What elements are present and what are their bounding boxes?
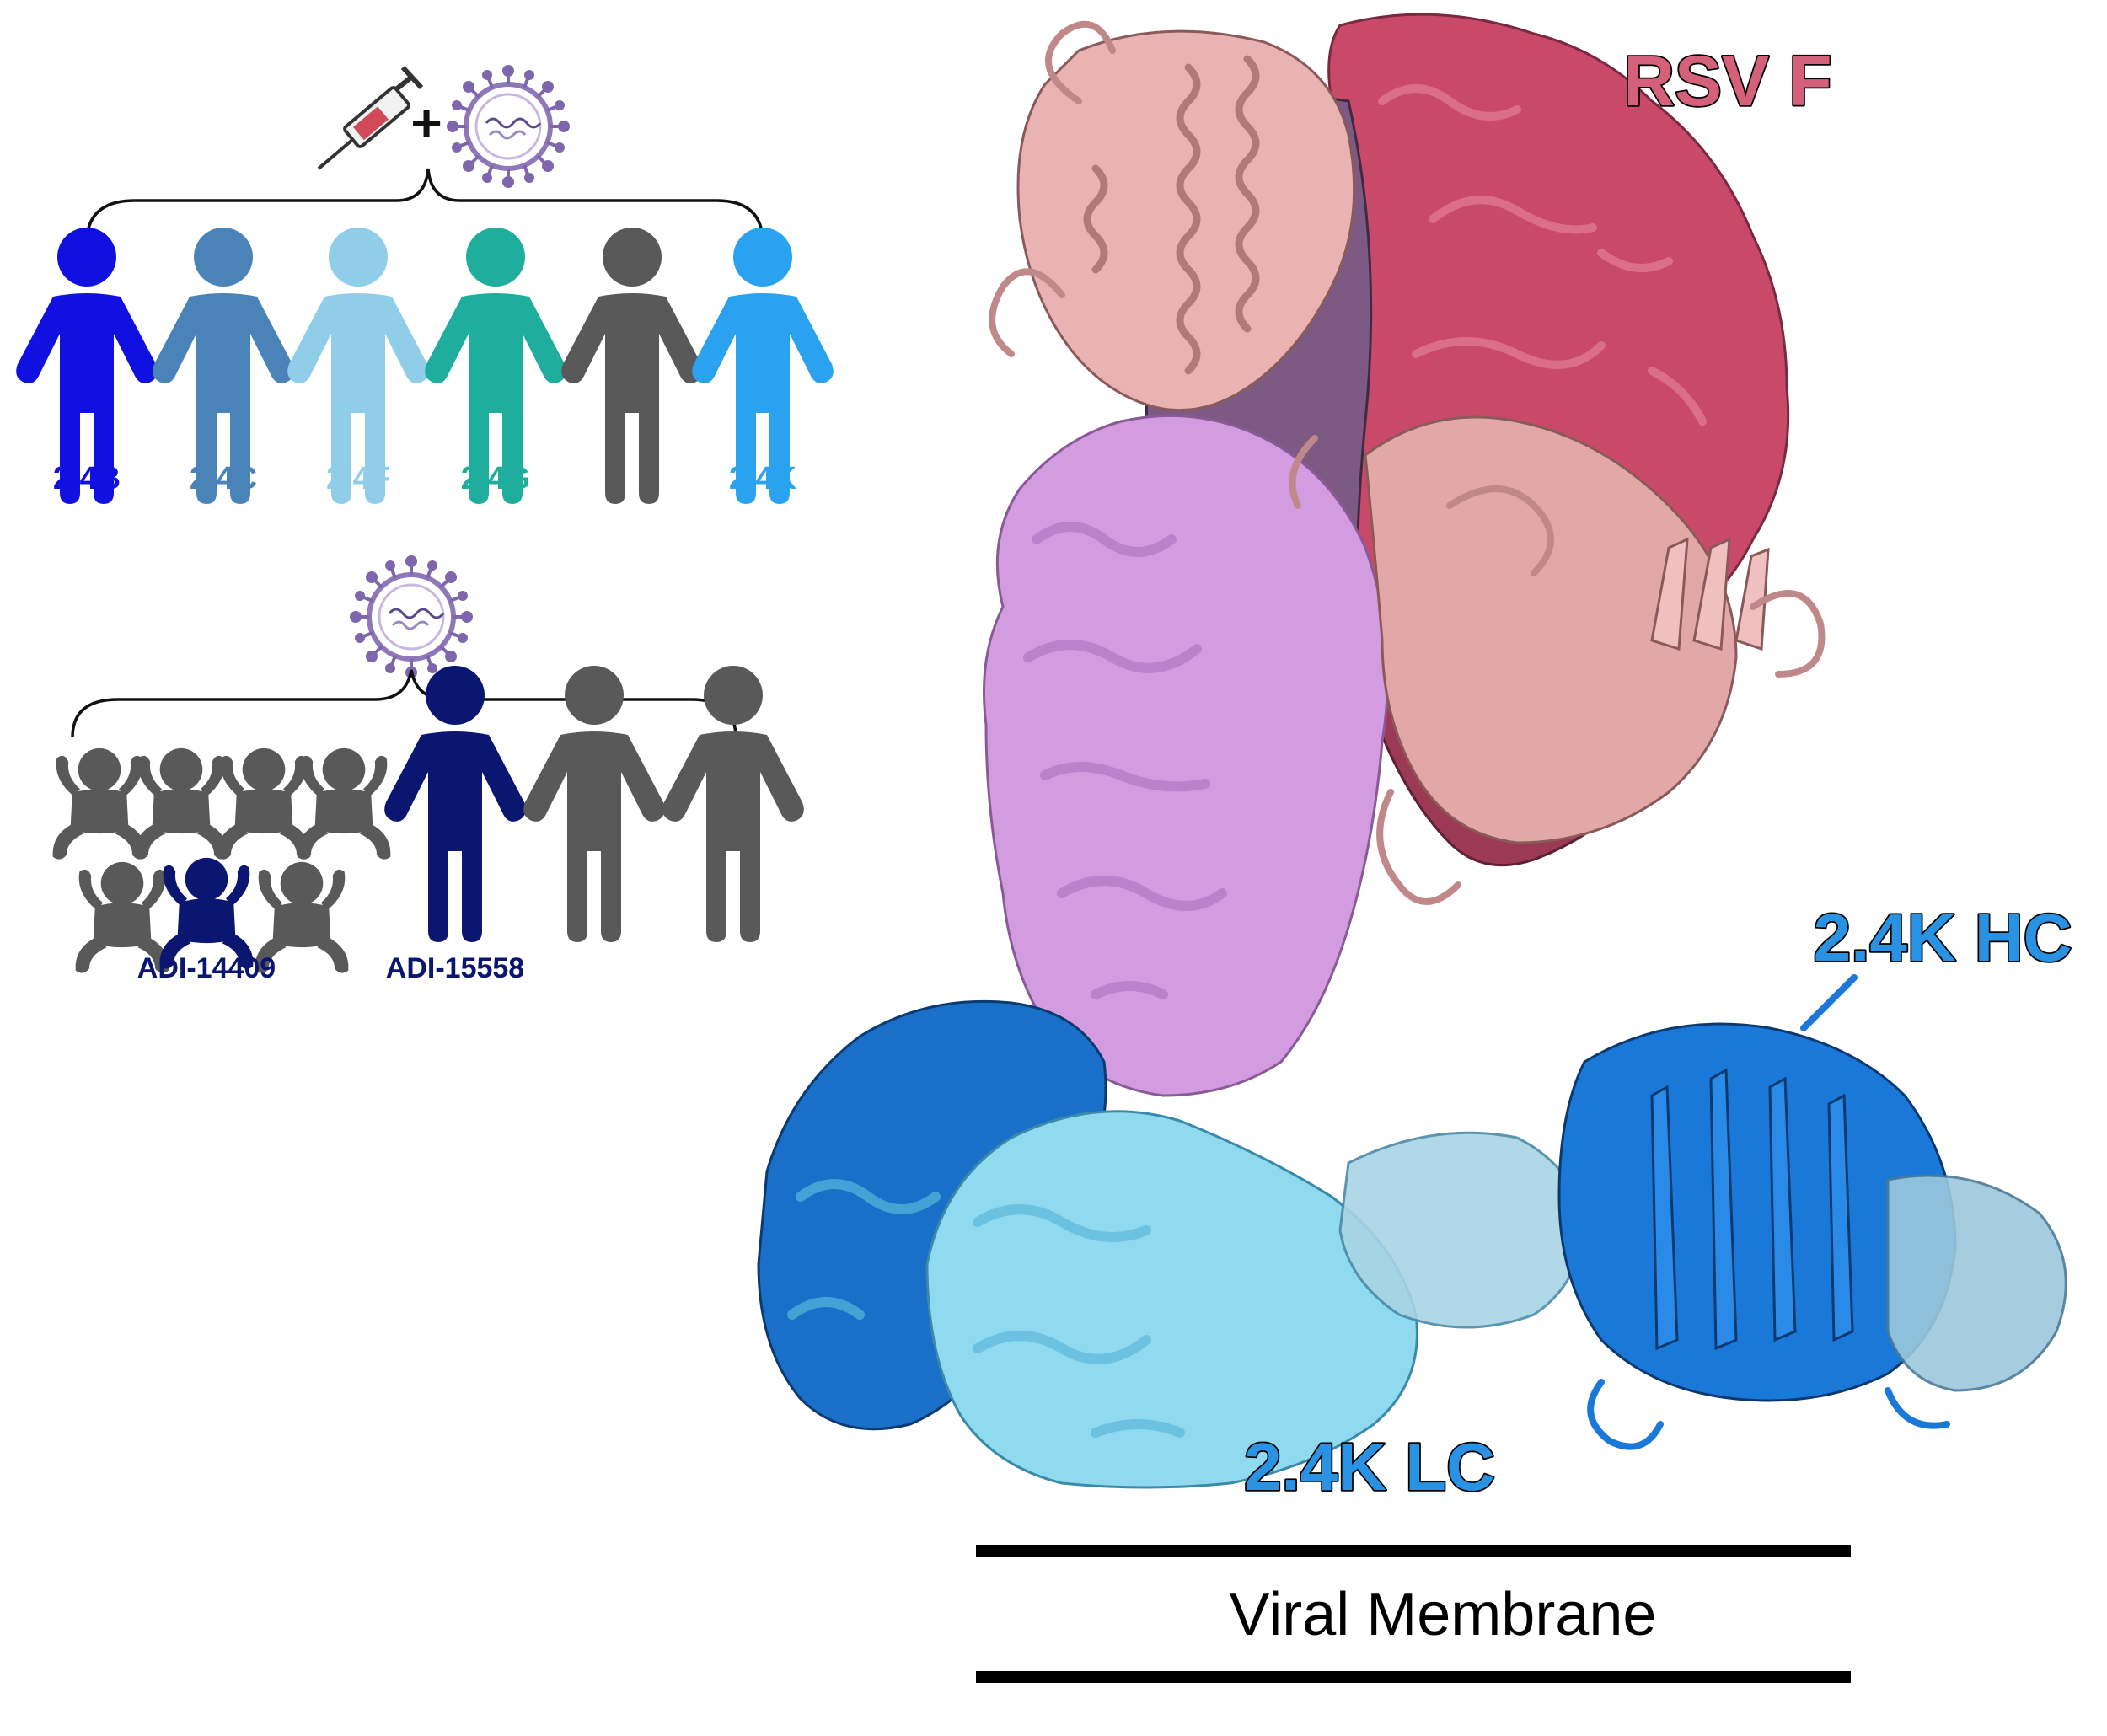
hc-pale-ribbon (1886, 1174, 2067, 1392)
person-label: 2.4G (461, 461, 530, 496)
person-icon (523, 666, 665, 942)
label-2-4k-lc: 2.4K LC (1244, 1429, 1495, 1504)
rsv-f-ribbon-protomer (1016, 29, 1356, 412)
label-adi-15558: ADI-15558 (386, 952, 524, 984)
person-label: 2.4F (326, 461, 390, 496)
lc-pale-cyan-ribbon (1338, 1131, 1586, 1329)
rsv-f-2-4k-structure (757, 13, 2067, 1489)
hc-loops (1587, 974, 1950, 1450)
infant-icon (297, 747, 391, 860)
person-icon (662, 666, 804, 942)
rsv-f-ribbon-lower (1364, 415, 1738, 844)
rsv-f-helices (1083, 55, 1260, 375)
person-label: 2.4C (190, 461, 257, 496)
label-2-4k-hc: 2.4K HC (1814, 900, 2072, 975)
label-viral-membrane: Viral Membrane (1230, 1581, 1657, 1648)
infant-icon (52, 747, 147, 860)
bottom-bracket (71, 669, 737, 738)
top-bracket (85, 168, 764, 244)
label-rsv-f: RSV F (1623, 41, 1831, 121)
lc-texture (787, 1179, 1185, 1438)
rsv-f-beta-strands (1650, 537, 1770, 651)
plus-sign: + (410, 93, 442, 153)
rsv-f-lilac-texture (1023, 522, 1227, 999)
person-label: 2.4K (729, 461, 797, 496)
rsv-f-loops (989, 20, 1826, 905)
rsv-f-lilac-density (983, 414, 1390, 1097)
virus-icon (448, 67, 568, 186)
lc-cyan-density (925, 1110, 1418, 1489)
label-adi-14409: ADI-14409 (137, 952, 276, 984)
person-icon (384, 666, 526, 942)
person-label: 2.4B (53, 461, 121, 496)
person-icon (561, 228, 703, 504)
syringe-icon (317, 65, 424, 170)
virus-icon-lower (351, 557, 471, 677)
hc-beta-strands (1650, 1068, 1854, 1351)
infant-icon (217, 747, 311, 860)
infant-icon (134, 747, 228, 860)
